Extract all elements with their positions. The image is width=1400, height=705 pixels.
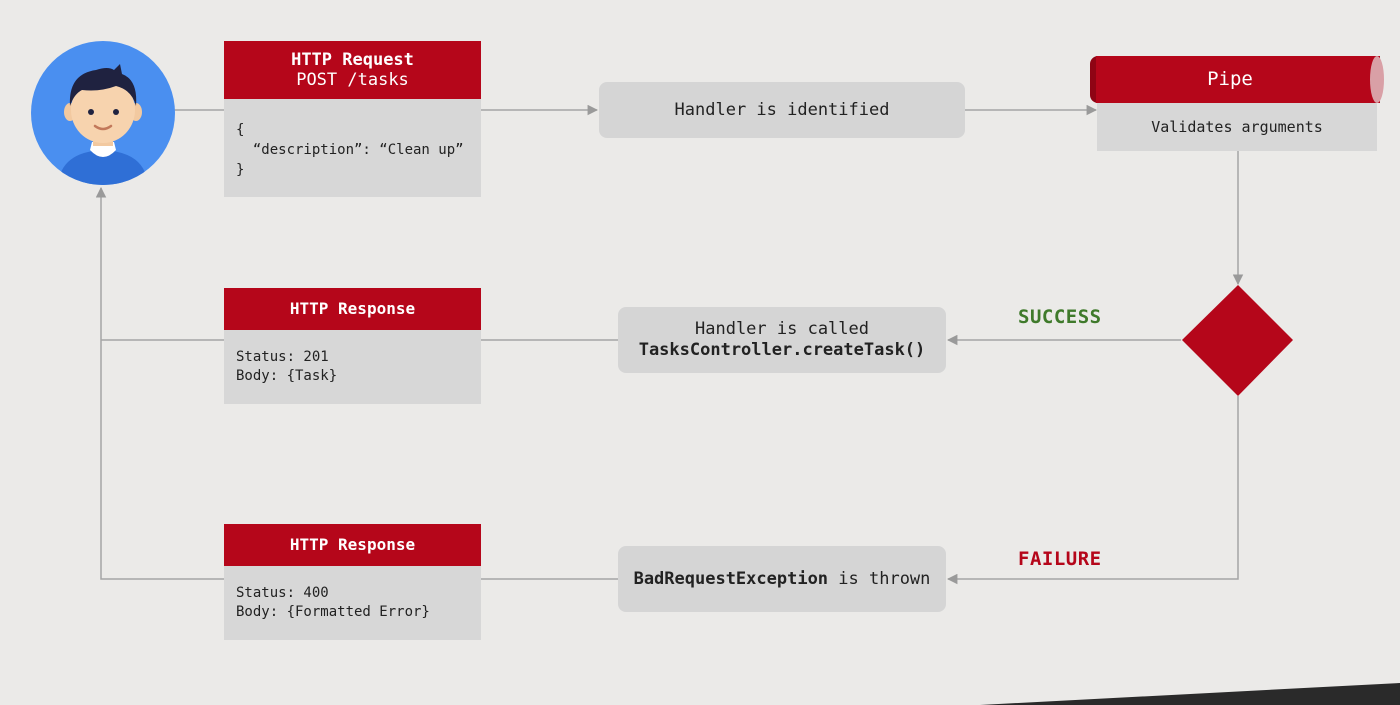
http-response-success-body: Status: 201 Body: {Task} <box>236 349 338 384</box>
http-response-success-title: HTTP Response <box>289 299 416 318</box>
corner-shadow <box>980 683 1400 705</box>
exception-name: BadRequestException <box>633 568 829 589</box>
user-avatar-icon <box>31 41 175 185</box>
handler-identified-box: Handler is identified <box>599 82 965 138</box>
failure-label: FAILURE <box>1018 548 1102 570</box>
pipe-title: Pipe <box>1207 68 1253 90</box>
http-request-method-path: POST /tasks <box>296 70 409 90</box>
http-request-body: { “description”: “Clean up” } <box>236 122 464 178</box>
http-response-failure-header: HTTP Response <box>224 524 481 566</box>
handler-called-box: Handler is called TasksController.create… <box>618 307 946 373</box>
handler-called-text: Handler is called <box>695 319 869 339</box>
http-request-title: HTTP Request <box>291 50 414 70</box>
http-response-failure-title: HTTP Response <box>289 535 416 554</box>
http-response-failure-card: HTTP Response Status: 400 Body: {Formatt… <box>224 524 481 640</box>
user-avatar <box>30 40 176 186</box>
pipe-description: Validates arguments <box>1151 118 1323 136</box>
http-request-header: HTTP Request POST /tasks <box>224 41 481 99</box>
http-request-card: HTTP Request POST /tasks { “description”… <box>224 41 481 197</box>
http-response-success-header: HTTP Response <box>224 288 481 330</box>
handler-identified-text: Handler is identified <box>674 99 890 120</box>
pipe-block: Pipe Validates arguments <box>1090 56 1386 152</box>
pipe-cylinder: Pipe <box>1090 56 1384 103</box>
arrow-spine-avatar <box>95 186 224 580</box>
http-response-success-card: HTTP Response Status: 201 Body: {Task} <box>224 288 481 404</box>
success-label: SUCCESS <box>1018 306 1102 328</box>
exception-text: is thrown <box>828 568 931 589</box>
pipe-description-box: Validates arguments <box>1097 103 1377 151</box>
decision-diamond <box>1182 285 1293 396</box>
http-response-failure-body: Status: 400 Body: {Formatted Error} <box>236 585 430 620</box>
exception-box: BadRequestException is thrown <box>618 546 946 612</box>
handler-method-name: TasksController.createTask() <box>638 340 926 360</box>
arrow-decision-failure <box>946 396 1239 585</box>
